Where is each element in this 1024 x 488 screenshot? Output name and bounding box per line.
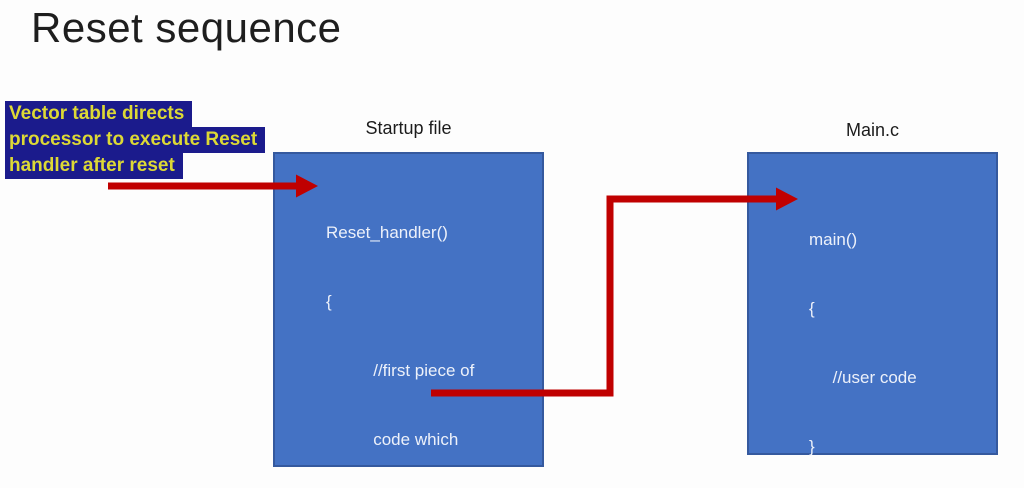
annotation-line: processor to execute Reset bbox=[5, 127, 266, 153]
code-line: main() bbox=[809, 230, 858, 249]
code-line: { bbox=[809, 299, 815, 318]
code-line: //user code bbox=[809, 368, 917, 387]
vector-table-annotation: Vector table directs processor to execut… bbox=[5, 101, 266, 179]
code-line: Reset_handler() bbox=[326, 223, 448, 242]
code-line: } bbox=[809, 437, 815, 456]
code-line: { bbox=[326, 292, 332, 311]
code-line: //first piece of bbox=[326, 361, 475, 380]
page-title: Reset sequence bbox=[31, 4, 342, 51]
main-code-block: main() { //user code } bbox=[749, 154, 996, 488]
startup-file-box: Reset_handler() { //first piece of code … bbox=[273, 152, 544, 467]
startup-code-block: Reset_handler() { //first piece of code … bbox=[275, 154, 542, 488]
main-c-label: Main.c bbox=[845, 120, 899, 140]
code-line: code which bbox=[326, 430, 459, 449]
main-c-box: main() { //user code } bbox=[747, 152, 998, 456]
startup-file-label: Startup file bbox=[365, 118, 452, 138]
annotation-line: handler after reset bbox=[5, 153, 183, 179]
annotation-line: Vector table directs bbox=[5, 101, 193, 127]
